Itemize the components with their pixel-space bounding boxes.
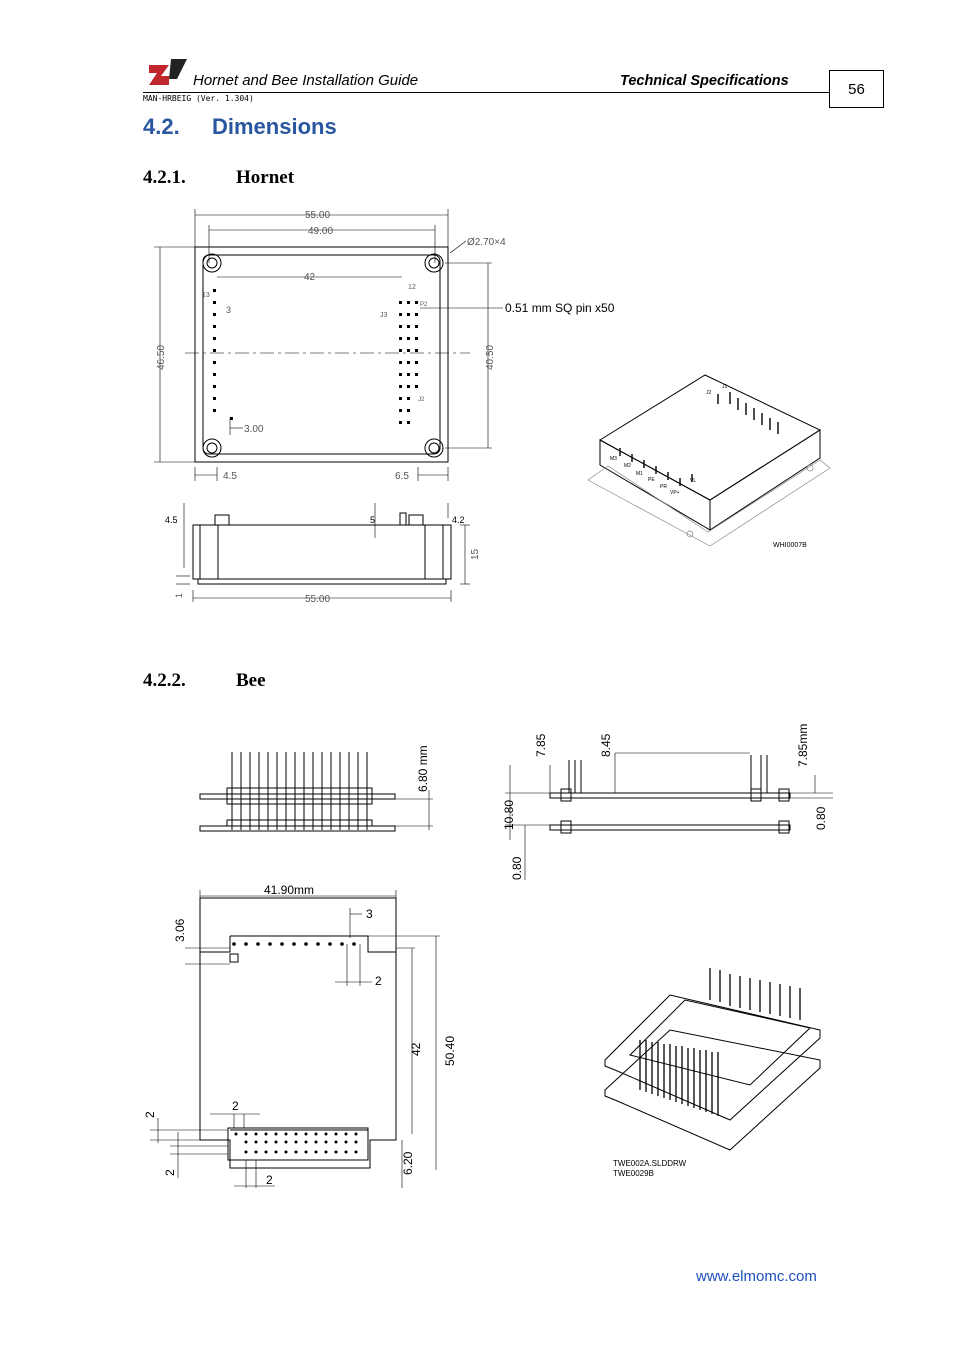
dim-small-c: 12 — [408, 284, 416, 291]
section-title: Dimensions — [212, 114, 337, 139]
hornet-side-drawing: 4.5 5 4.2 15 1 55.00 — [165, 503, 481, 605]
dim-small-b: 3 — [226, 305, 231, 315]
bee-side-e: 0.80 — [510, 856, 524, 880]
dim-right-offset: 6.5 — [395, 471, 409, 482]
side-width: 55.00 — [305, 594, 330, 605]
bee-top-offset: 3.06 — [173, 918, 187, 942]
dim-height-holes: 40.50 — [485, 345, 496, 370]
hornet-number: 4.2.1. — [143, 167, 186, 188]
hornet-pins-left — [213, 289, 233, 420]
bee-side-f: 0.80 — [814, 806, 828, 830]
dim-width-holes: 49.00 — [308, 226, 333, 237]
bee-drawing-id-1: TWE002A.SLDDRW — [613, 1159, 687, 1168]
bee-top-inner-2: 2 — [232, 1099, 239, 1113]
side-base: 1 — [174, 593, 184, 598]
elmo-logo — [149, 59, 187, 85]
iso-label-j1: J1 — [722, 384, 728, 390]
bee-side-b: 8.45 — [599, 733, 613, 757]
bee-top-bottom-2: 2 — [266, 1173, 273, 1187]
bee-side-a: 7.85 — [534, 733, 548, 757]
iso-label-m2: M2 — [624, 463, 631, 469]
bee-iso-drawing: TWE002A.SLDDRW TWE0029B — [604, 968, 821, 1178]
page-number: 56 — [829, 70, 884, 108]
section-number: 4.2. — [143, 114, 180, 139]
bee-drawing-ids: TWE002A.SLDDRW TWE0029B — [613, 1159, 687, 1178]
hornet-title: Hornet — [236, 167, 295, 188]
iso-label-m3: M3 — [610, 456, 617, 462]
dim-small-d: P2 — [420, 302, 428, 308]
side-left-h: 4.5 — [165, 515, 178, 525]
bee-top-width: 41.90mm — [264, 883, 314, 897]
side-pin-h: 5 — [370, 515, 375, 525]
iso-label-m1: M1 — [636, 471, 643, 477]
guide-title: Hornet and Bee Installation Guide — [193, 72, 419, 89]
dim-small-e: J3 — [380, 312, 388, 319]
bee-side-drawing: 7.85 8.45 7.85mm 10.80 0.80 0.80 — [502, 724, 833, 880]
bee-top-pitch-3: 3 — [366, 907, 373, 921]
dim-pin-span: 42 — [304, 272, 316, 283]
dim-hole-dia: Ø2.70×4 — [467, 237, 506, 248]
dim-height-outer: 46.50 — [156, 345, 167, 370]
header-rule — [143, 92, 829, 93]
dim-pin-note: 0.51 mm SQ pin x50 — [505, 301, 615, 315]
hornet-iso-drawing: J1 J2 M3 M2 M1 PE PR VP+ VL WHI0007B — [587, 374, 831, 549]
iso-label-pe: PE — [648, 477, 655, 483]
bee-top-height: 50.40 — [443, 1036, 457, 1066]
bee-top-pitch-2: 2 — [375, 974, 382, 988]
chapter-title: Technical Specifications — [620, 73, 789, 89]
bee-number: 4.2.2. — [143, 670, 186, 691]
bee-top-left-b: 2 — [163, 1169, 177, 1176]
side-height: 15 — [470, 548, 481, 560]
dim-pitch: 3.00 — [244, 424, 264, 435]
hornet-pins-right — [399, 301, 418, 424]
bee-top-bottom-h: 6.20 — [401, 1151, 415, 1175]
hornet-top-drawing: 55.00 49.00 Ø2.70×4 42 46.50 40.50 0.51 … — [154, 209, 615, 482]
bee-side-c: 7.85mm — [796, 724, 810, 767]
manual-version: MAN-HRBEIG (Ver. 1.304) — [143, 94, 254, 103]
dim-width-outer: 55.00 — [305, 210, 330, 221]
bee-side-d: 10.80 — [502, 800, 516, 830]
iso-label-vl: VL — [690, 478, 696, 484]
bee-top-left-a: 2 — [143, 1111, 157, 1118]
bee-top-drawing: 41.90mm 3.06 3 2 42 50.40 6.20 — [143, 883, 457, 1188]
footer-website-link[interactable]: www.elmomc.com — [696, 1268, 817, 1285]
bee-front-height: 6.80 mm — [416, 745, 430, 792]
iso-label-pr: PR — [660, 484, 667, 490]
side-right-h: 4.2 — [452, 515, 465, 525]
iso-label-j2: J2 — [706, 390, 712, 396]
hornet-drawing-id: WHI0007B — [773, 542, 807, 549]
bee-drawing-id-2: TWE0029B — [613, 1169, 654, 1178]
dim-small-f: J2 — [418, 397, 425, 403]
bee-title: Bee — [236, 670, 266, 691]
bee-front-drawing: 6.80 mm — [199, 745, 433, 832]
iso-label-vp: VP+ — [670, 490, 680, 496]
dim-small-a: 13 — [202, 292, 210, 299]
dim-left-offset: 4.5 — [223, 471, 237, 482]
bee-top-span: 42 — [409, 1042, 423, 1056]
